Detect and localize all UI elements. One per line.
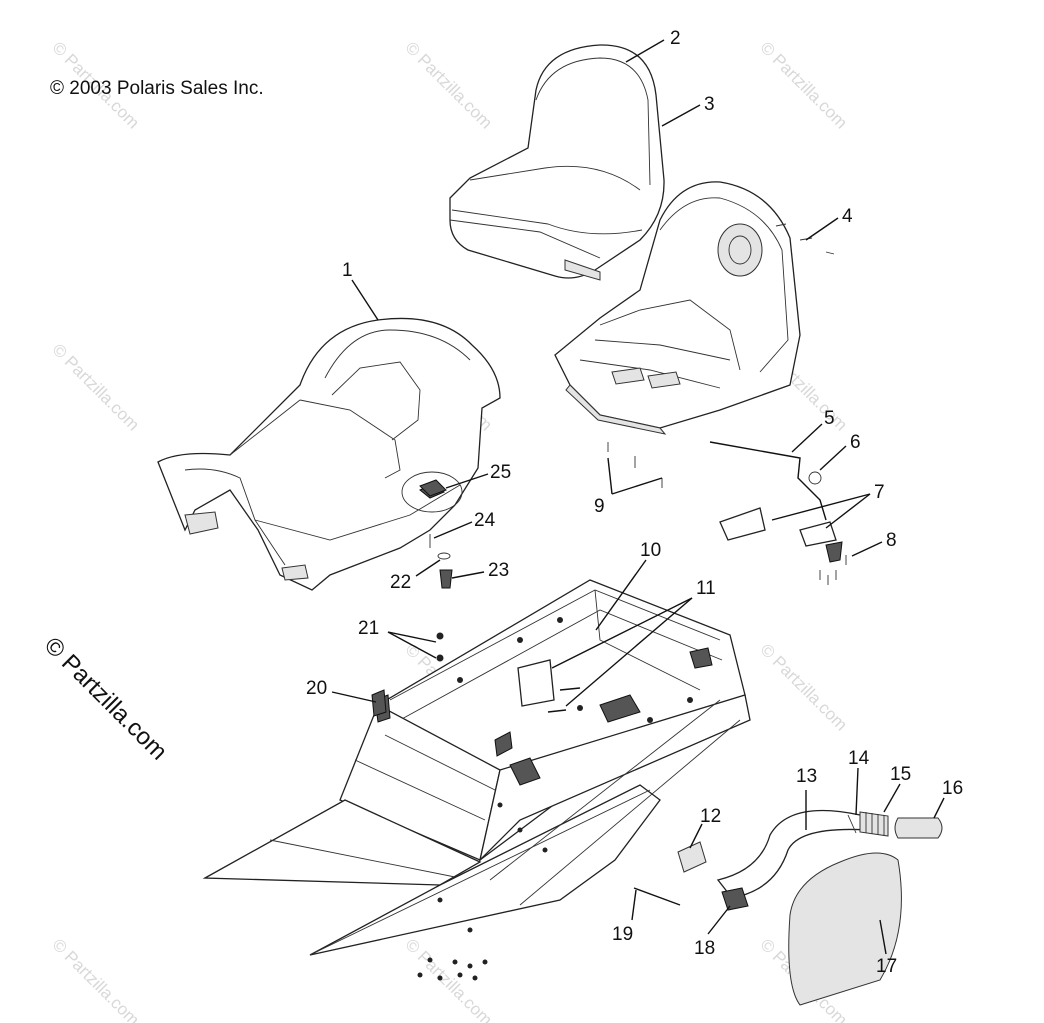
spring-6[interactable] (808, 471, 822, 485)
callout-2: 2 (670, 28, 681, 49)
callout-20: 20 (306, 678, 327, 699)
grip-16[interactable] (894, 817, 943, 839)
callout-23: 23 (488, 560, 509, 581)
chassis-frame[interactable] (202, 579, 751, 981)
rivets-21[interactable] (436, 632, 444, 662)
callout-9: 9 (594, 496, 605, 517)
callout-6: 6 (850, 432, 861, 453)
callout-1: 1 (342, 260, 353, 281)
brackets-7[interactable] (719, 507, 843, 563)
washer-22[interactable] (437, 552, 451, 560)
cable-19[interactable] (633, 887, 681, 906)
pins-11[interactable] (547, 687, 581, 713)
clip-25[interactable] (419, 479, 447, 497)
callout-3: 3 (704, 94, 715, 115)
latch-rod-5[interactable] (709, 441, 827, 521)
fastener-20[interactable] (371, 689, 387, 717)
leader-lines (331, 39, 945, 955)
copyright-notice: © 2003 Polaris Sales Inc. (50, 78, 264, 99)
callout-labels: 2 3 4 1 5 6 7 8 9 10 11 12 13 14 15 16 1… (306, 28, 963, 977)
main-seat[interactable] (157, 317, 501, 591)
callout-12: 12 (700, 806, 721, 827)
callout-15: 15 (890, 764, 911, 785)
callout-4: 4 (842, 206, 853, 227)
callout-5: 5 (824, 408, 835, 429)
callout-8: 8 (886, 530, 897, 551)
callout-17: 17 (876, 956, 897, 977)
bushing-12[interactable] (677, 841, 707, 873)
callout-18: 18 (694, 938, 715, 959)
seat-shell[interactable] (554, 181, 801, 435)
callout-13: 13 (796, 766, 817, 787)
bracket-18[interactable] (721, 887, 749, 911)
callout-11: 11 (696, 578, 716, 599)
sleeve-14[interactable] (847, 814, 857, 834)
callout-24: 24 (474, 510, 496, 531)
latch-10[interactable] (517, 659, 555, 707)
callout-22: 22 (390, 572, 411, 593)
backrest-cushion[interactable] (449, 44, 665, 281)
bolt-23[interactable] (439, 569, 453, 589)
bolts-8[interactable] (819, 555, 847, 585)
pad-17[interactable] (788, 852, 902, 1006)
callout-16: 16 (942, 778, 963, 799)
callout-19: 19 (612, 924, 633, 945)
callout-14: 14 (848, 748, 870, 769)
spring-15[interactable] (859, 811, 889, 837)
callout-7: 7 (874, 482, 885, 503)
callout-21: 21 (358, 618, 379, 639)
bolts-9[interactable] (607, 442, 663, 488)
callout-25: 25 (490, 462, 511, 483)
callout-10: 10 (640, 540, 661, 561)
hardware-screws-4[interactable] (775, 223, 835, 255)
